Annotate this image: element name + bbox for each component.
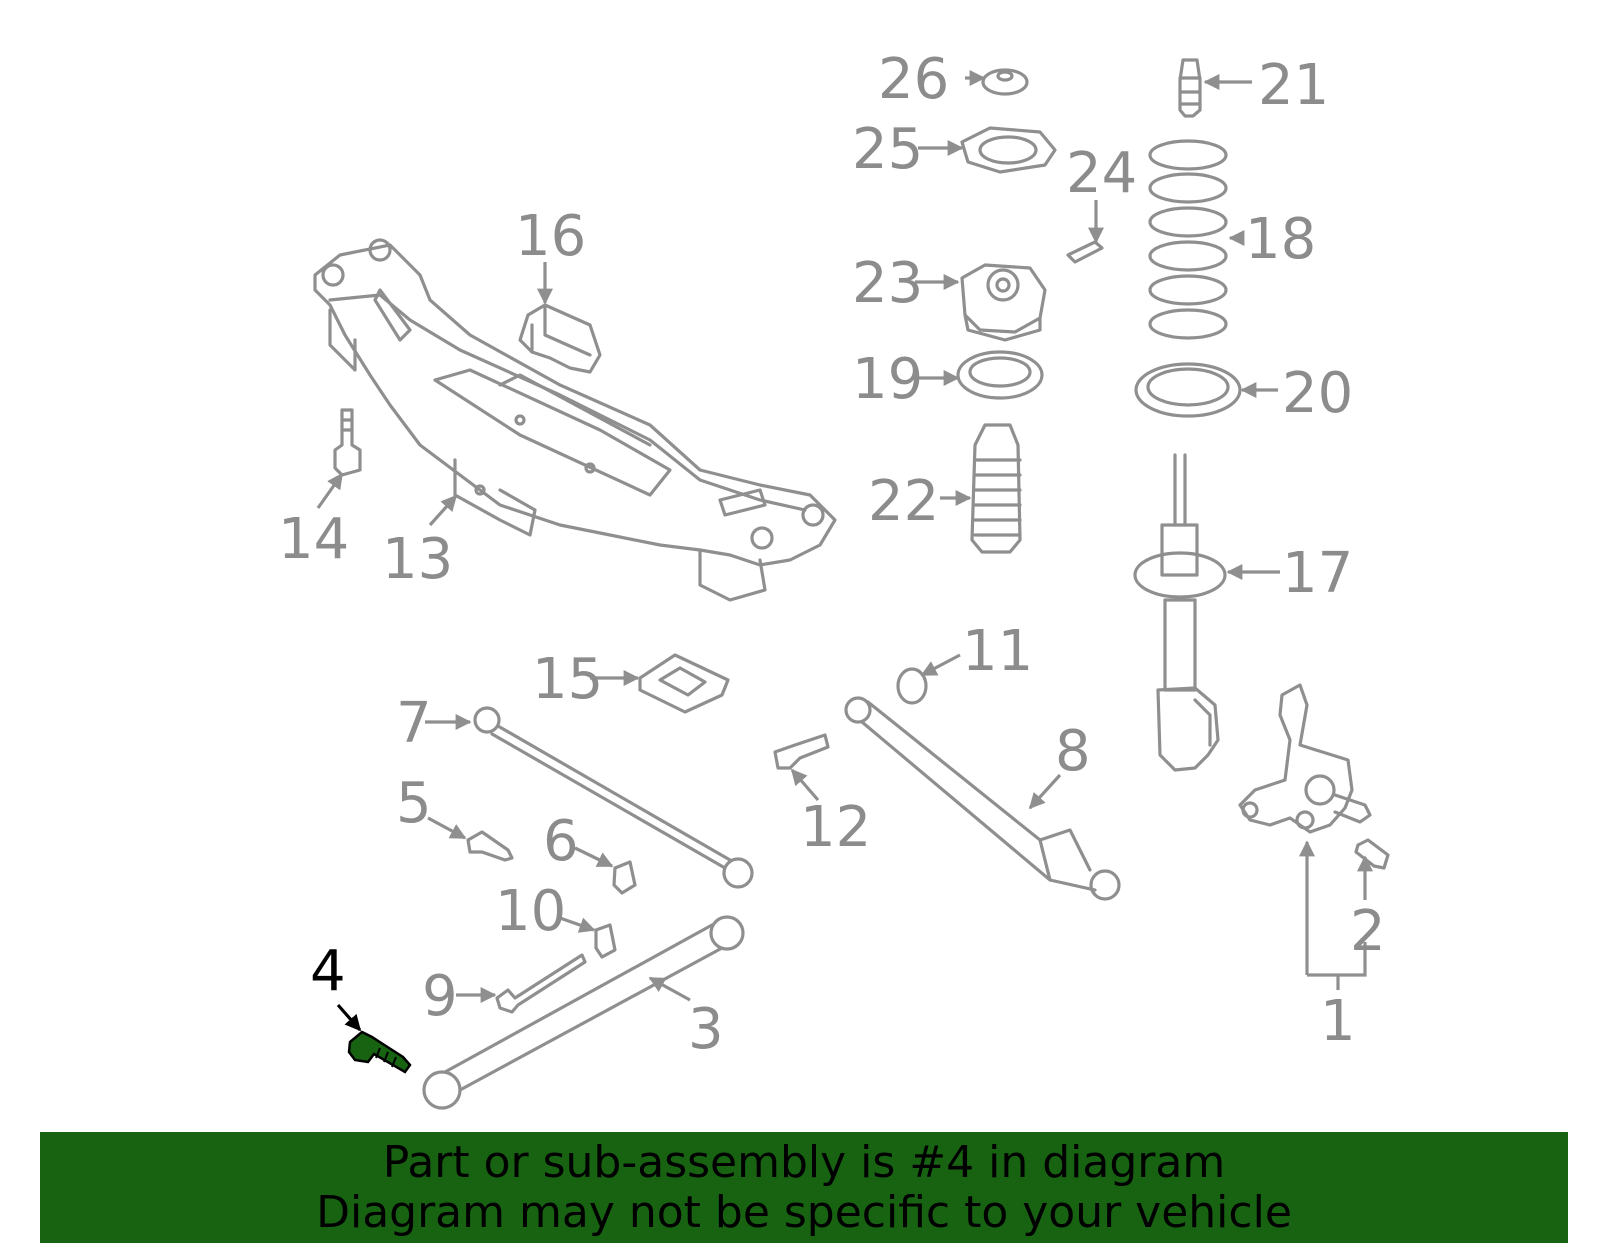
bushing-11-part [896, 667, 928, 705]
link-7-part [473, 706, 754, 889]
spring-seat-part [1134, 362, 1242, 418]
callout-7: 7 [396, 691, 432, 756]
callout-22: 22 [868, 469, 939, 534]
plate-25-part [960, 126, 1057, 174]
nut-26-part [981, 68, 1029, 96]
callout-15: 15 [532, 647, 603, 712]
knuckle-part [1238, 683, 1372, 834]
clip-24-part [1066, 240, 1104, 264]
mount-part [518, 303, 602, 374]
callout-20: 20 [1282, 361, 1353, 426]
notice-line-1: Part or sub-assembly is #4 in diagram [382, 1137, 1226, 1188]
notice-line-2: Diagram may not be specific to your vehi… [316, 1187, 1292, 1238]
callout-25: 25 [852, 117, 923, 182]
coil-spring-part [1148, 139, 1228, 340]
callout-18: 18 [1245, 207, 1316, 272]
callout-6: 6 [543, 809, 579, 874]
bolt-5-part [466, 830, 514, 862]
callout-12: 12 [800, 795, 871, 860]
strut-part [1133, 453, 1227, 772]
bump-stop-part [1178, 58, 1202, 118]
callout-14: 14 [278, 507, 349, 572]
bolt-12-part [773, 733, 830, 770]
bolt-4-highlighted-part [347, 1030, 412, 1074]
callout-23: 23 [852, 251, 923, 316]
callout-11: 11 [962, 619, 1033, 684]
pad-part [638, 653, 730, 714]
arm-8-part [844, 696, 1121, 901]
callout-21: 21 [1258, 53, 1329, 118]
washer-10-part [594, 923, 617, 959]
strut-mount-part [960, 263, 1047, 342]
callout-5: 5 [396, 771, 432, 836]
crossmember-part [313, 238, 837, 602]
parts-diagram: 1 2 3 4 5 6 7 8 9 10 11 12 13 14 15 16 1… [278, 47, 1390, 1110]
callout-24: 24 [1066, 141, 1137, 206]
callout-labels: 1 2 3 4 5 6 7 8 9 10 11 12 13 14 15 16 1… [278, 47, 1386, 1062]
callout-1: 1 [1320, 989, 1356, 1054]
callout-13: 13 [382, 527, 453, 592]
bolt-2-part [1354, 838, 1390, 870]
bolt-14-part [333, 408, 362, 477]
insulator-ring-part [956, 350, 1044, 400]
callout-8: 8 [1055, 719, 1091, 784]
callout-2: 2 [1350, 899, 1386, 964]
callout-10: 10 [495, 879, 566, 944]
washer-6-part [612, 860, 637, 895]
callout-16: 16 [515, 204, 586, 269]
link-3-part [422, 915, 745, 1110]
highlight-notice-banner: Part or sub-assembly is #4 in diagram Di… [40, 1132, 1568, 1243]
callout-3: 3 [688, 997, 724, 1062]
callout-26: 26 [878, 47, 949, 112]
dust-boot-part [970, 423, 1022, 554]
bolt-9-part [495, 953, 587, 1014]
callout-9: 9 [422, 964, 458, 1029]
callout-19: 19 [852, 347, 923, 412]
callout-17: 17 [1282, 541, 1353, 606]
leader-lines [316, 70, 1373, 1032]
callout-4: 4 [310, 939, 346, 1004]
